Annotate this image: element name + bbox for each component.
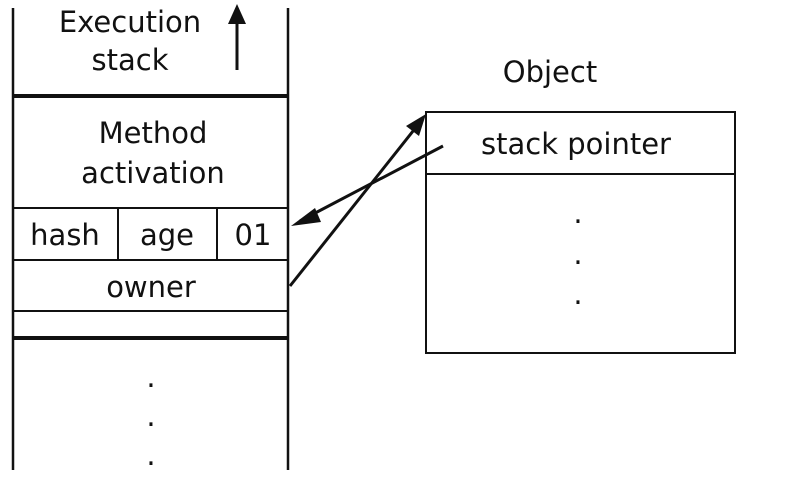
stack-title-line1: Execution — [59, 5, 201, 39]
stack-dot-1: . — [146, 360, 155, 394]
arrow-up-icon — [228, 4, 246, 70]
method-activation-line1: Method — [99, 116, 208, 150]
object-box: Object stack pointer . . . — [425, 55, 736, 354]
stack-title-line2: stack — [92, 43, 169, 77]
lock-word-age: age — [140, 218, 194, 252]
object-dot-3: . — [573, 277, 582, 311]
lock-word-row: hash age 01 — [30, 208, 271, 260]
stack-pointer-to-lock-word-arrow-icon — [291, 144, 444, 226]
owner-field: owner — [106, 270, 196, 304]
object-continuation-dots: . . . — [573, 196, 582, 311]
method-activation-frame: Method activation — [81, 116, 225, 190]
method-activation-line2: activation — [81, 156, 225, 190]
lock-word-bits: 01 — [235, 218, 272, 252]
object-dot-1: . — [573, 196, 582, 230]
object-title: Object — [503, 55, 597, 89]
stack-dot-3: . — [146, 438, 155, 472]
object-stack-pointer-field: stack pointer — [481, 127, 671, 161]
stack-continuation-dots: . . . — [146, 360, 155, 472]
object-dot-2: . — [573, 237, 582, 271]
object-outline — [425, 111, 736, 354]
execution-stack: Execution stack Method activation hash a… — [11, 4, 290, 472]
lock-word-hash: hash — [30, 218, 100, 252]
stack-dot-2: . — [146, 399, 155, 433]
owner-to-object-arrow-icon — [288, 114, 426, 287]
